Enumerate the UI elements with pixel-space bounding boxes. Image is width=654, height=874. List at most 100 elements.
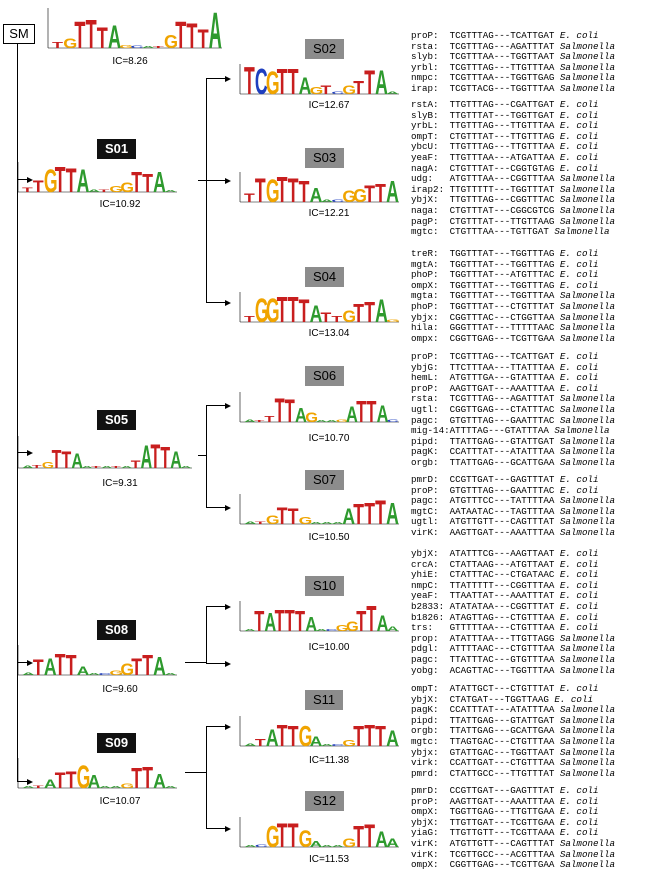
gene-name: proP: [411,795,450,807]
logo-letter: T [375,493,386,530]
gene-name: mgta: [411,290,450,302]
gene-name: mgtC: [411,505,450,517]
species-name: E. coli [559,269,599,281]
gene-name: nmpC: [411,579,450,591]
species-name: Salmonella [559,393,616,405]
binding-site-sequence: TTGTTTAG---TTGTTTAA [449,141,555,153]
species-name: Salmonella [559,725,616,737]
species-name: Salmonella [559,664,616,676]
logo-letter: G [266,64,280,100]
species-name: E. coli [559,579,599,591]
logo-letter: A [180,466,192,469]
species-name: Salmonella [559,300,616,312]
sequence-row: slyB: TTGTTTAT---TGGTTGAT E. coli [411,109,615,122]
sequence-row: mgtc: TTAGTGAC---CTGTTTAA Salmonella [411,736,615,748]
binding-site-sequence: TTGTTTAG---TTGTTTAA [449,120,555,132]
logo-letter: T [22,186,33,193]
logo-letter: T [97,23,108,54]
species-name: Salmonella [559,714,616,726]
sequence-row: phoP: TGGTTTAT---CTGTTTAT Salmonella [411,300,616,313]
gene-name: crcA: [411,558,450,570]
logo-letter: A [321,198,334,203]
sequence-row: yrbl: TCGTTTAG---TTGTTTAA Salmonella [411,61,615,74]
binding-site-sequence: TTATTTTT---CGGTTTAA [449,579,555,591]
logo-letter: T [277,502,288,529]
sequence-row: proP: TCGTTTAG---TCATTGAT E. coli [411,30,615,42]
logo-letter: A [326,420,339,423]
gene-name: mgtc: [411,226,450,238]
gene-name: yeaF: [411,151,450,163]
gene-name: rstA: [411,99,450,110]
logo-letter: A [44,653,57,680]
binding-site-sequence: GTTTTTAA---CTGTTTAA [449,622,555,634]
gene-name: virK: [411,526,450,538]
binding-site-sequence: ATATTTAA---TTGTTAGG [449,632,555,644]
logo-letter: G [109,669,123,676]
binding-site-sequence: TCGTTTAG---AGATTTAT [449,40,555,52]
sequence-row: pagP: CTGTTTAT---TTGTTAAG Salmonella [411,216,615,228]
species-name: Salmonella [559,332,616,344]
sequence-row: ybjx: GTATTGAC---TGGTTAAT Salmonella [411,747,615,759]
logo-letter: A [386,498,399,530]
logo-letter: G [310,86,324,97]
logo-letter: A [108,18,121,54]
logo-letter: A [386,727,399,751]
sequence-row: proP: AAGTTGAT---AAATTTAA E. coli [411,795,615,808]
gene-name: b2833: [411,600,450,612]
logo-letter: T [288,62,299,100]
gene-name: yiaG: [411,827,450,839]
sequence-row: mig-14:ATTTTAG---GTATTTAA Salmonella [411,425,615,437]
logo-letter: C [331,198,344,203]
gene-name: pipd: [411,714,450,726]
logo-letter: A [386,176,399,208]
logo-letter: T [288,171,299,208]
binding-site-sequence: TCGTTTAA---TGGTTGAG [449,72,555,84]
gene-name: slyB: [411,109,450,121]
logo-letter: C [331,90,344,95]
binding-site-sequence: CTATTTAC---CTGATAAC [449,569,555,581]
binding-site-sequence: TTAATTAT---AAATTTAT [449,590,555,602]
sequence-row: ugtl: ATGTTGTT---CAGTTTAT Salmonella [411,517,615,528]
logo-letter: T [153,45,164,48]
gene-name: pmrd: [411,767,450,779]
gene-name: proP: [411,484,450,496]
species-name: Salmonella [559,51,616,63]
logo-letter: T [295,605,305,637]
sequence-row: mgtC: AATAATAC---TAGTTTAA Salmonella [411,505,615,518]
gene-name: nagA: [411,162,450,174]
logo-letter: C [331,744,344,747]
gene-name: rsta: [411,393,450,405]
logo-letter: A [310,840,323,849]
binding-site-sequence: CGGTTGAG---CTATTTAC [449,403,555,415]
logo-letter: T [55,649,66,681]
sequence-row: pagK: CCATTTAT---ATATTTAA Salmonella [411,447,615,458]
logo-letter: G [299,825,313,852]
logo-letter: T [353,722,364,752]
gene-name: hemL: [411,372,450,384]
logo-letter: T [99,188,110,193]
root-node-label: SM [3,24,35,44]
gene-name: treR: [411,248,450,259]
gene-name: yrbl: [411,61,450,73]
logo-letter: A [321,744,334,747]
s05-ic-value: IC=9.31 [102,478,138,489]
logo-letter: A [164,190,177,193]
gene-name: mgtA: [411,258,450,270]
logo-letter: T [277,62,288,100]
binding-site-sequence: ATATTTCG---AAGTTAAT [449,548,555,559]
logo-letter: T [277,720,288,752]
gene-name: virK: [411,848,450,860]
logo-letter: T [285,394,295,428]
binding-site-sequence: CCATTTAT---ATATTTAA [449,704,555,716]
species-name: Salmonella [559,414,616,426]
gene-name: naga: [411,204,450,216]
node-s08: S08 [97,620,137,640]
